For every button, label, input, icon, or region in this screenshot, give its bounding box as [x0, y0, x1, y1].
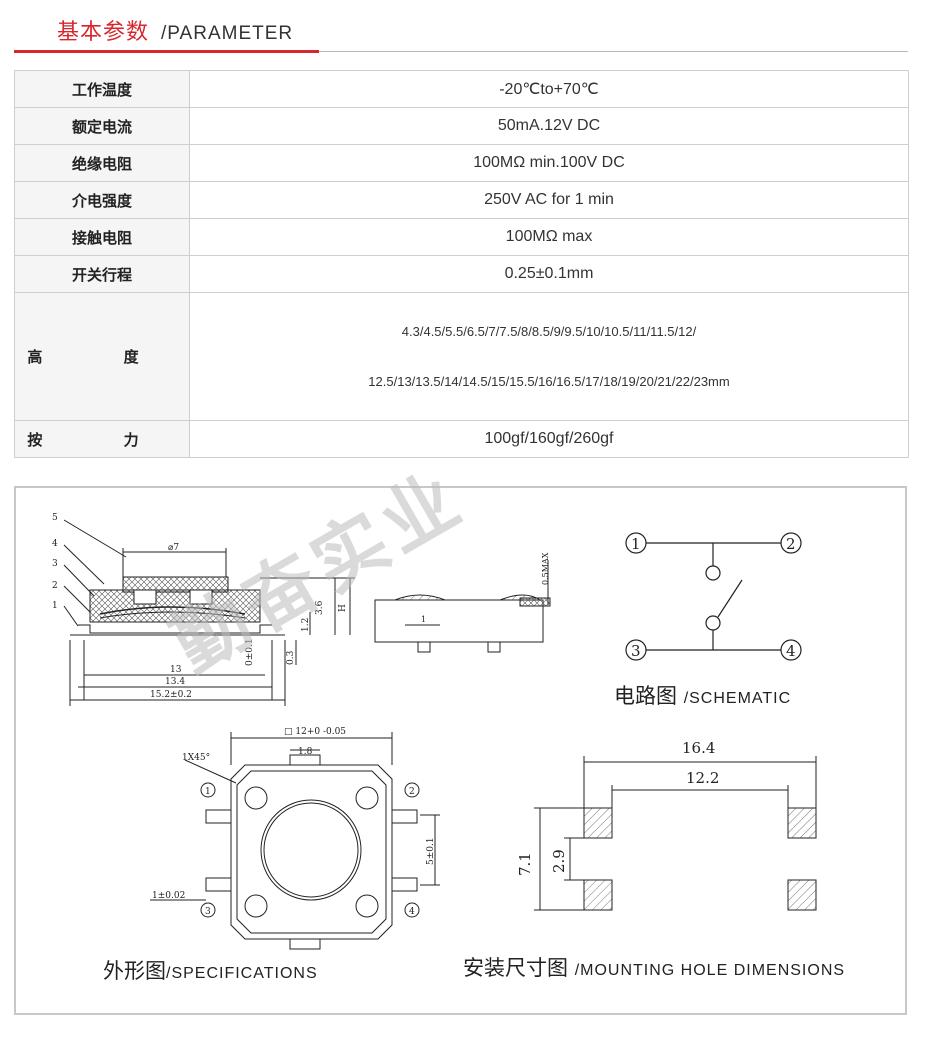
dim-5: 5±0.1 [426, 837, 436, 865]
top-pin-1: 1 [205, 787, 211, 797]
dim-7-1: 7.1 [516, 852, 534, 876]
param-key: 工作温度 [14, 70, 190, 108]
schematic-label: 电路图 /SCHEMATIC [614, 680, 791, 710]
dim-1-2: 1.2 [301, 618, 311, 632]
part-label-3: 3 [52, 559, 58, 569]
part-label-2: 2 [52, 581, 58, 591]
schematic-label-cn: 电路图 [614, 684, 677, 708]
param-value: 4.3/4.5/5.5/6.5/7/7.5/8/8.5/9/9.5/10/10.… [189, 292, 909, 421]
mount-label-en: /MOUNTING HOLE DIMENSIONS [574, 962, 846, 979]
param-value: 100gf/160gf/260gf [189, 420, 909, 458]
top-view-drawing [150, 732, 440, 950]
schematic-pin-3: 3 [631, 642, 641, 660]
schematic-label-en: /SCHEMATIC [683, 690, 792, 707]
table-row: 工作温度-20℃to+70℃ [14, 70, 909, 108]
end-view-drawing [374, 560, 551, 653]
schematic-drawing [625, 532, 802, 661]
param-key: 按 力 [14, 420, 190, 458]
dim-16-4: 16.4 [682, 739, 715, 757]
dim-0-3: 0.3 [286, 650, 296, 665]
height-line-1: 4.3/4.5/5.5/6.5/7/7.5/8/8.5/9/9.5/10/10.… [401, 323, 697, 339]
spec-label: 外形图/SPECIFICATIONS [103, 955, 318, 985]
dim-13: 13 [170, 665, 182, 675]
dim-15-2: 15.2±0.2 [150, 690, 192, 700]
mount-label-cn: 安装尺寸图 [463, 956, 568, 980]
section-title-en: /PARAMETER [161, 23, 294, 44]
dim-1-end: 1 [421, 615, 426, 624]
section-title-cn: 基本参数 [57, 20, 150, 45]
part-label-5: 5 [52, 513, 58, 523]
top-pin-3: 3 [205, 907, 211, 917]
section-header: 基本参数 /PARAMETER [57, 14, 294, 45]
dim-diameter: ⌀7 [168, 543, 179, 553]
dim-1-8: 1.8 [298, 747, 313, 757]
part-label-1: 1 [52, 601, 58, 611]
dim-12-2: 12.2 [686, 769, 719, 787]
top-pin-2: 2 [409, 787, 415, 797]
param-value: 0.25±0.1mm [189, 255, 909, 293]
schematic-pin-1: 1 [631, 535, 641, 553]
dim-13-4: 13.4 [165, 677, 185, 687]
dim-2-9: 2.9 [550, 849, 568, 873]
dim-0-5max: 0.5MAX [541, 552, 550, 585]
param-value: 100MΩ min.100V DC [189, 144, 909, 182]
drawing-panel [14, 486, 907, 1015]
mounting-drawing [534, 756, 817, 911]
part-label-4: 4 [52, 539, 58, 549]
header-divider [14, 51, 908, 52]
param-key: 额定电流 [14, 107, 190, 145]
table-row: 高 度 4.3/4.5/5.5/6.5/7/7.5/8/8.5/9/9.5/10… [14, 292, 909, 421]
param-key: 接触电阻 [14, 218, 190, 256]
param-key: 介电强度 [14, 181, 190, 219]
spec-label-cn: 外形图 [103, 959, 166, 983]
spec-label-en: /SPECIFICATIONS [166, 965, 318, 982]
dim-12: □ 12+0 -0.05 [284, 727, 346, 737]
dim-1-02: 1±0.02 [152, 891, 185, 901]
top-pin-4: 4 [409, 907, 415, 917]
schematic-pin-4: 4 [786, 642, 796, 660]
param-value: 100MΩ max [189, 218, 909, 256]
dim-H: H [338, 604, 348, 612]
param-value: -20℃to+70℃ [189, 70, 909, 108]
side-view-drawing [63, 519, 355, 706]
param-key: 高 度 [14, 292, 190, 421]
height-line-2: 12.5/13/13.5/14/14.5/15/15.5/16/16.5/17/… [368, 373, 730, 389]
header-accent-bar [14, 50, 319, 53]
schematic-pin-2: 2 [786, 535, 796, 553]
dim-tol: 0±0.1 [245, 638, 255, 666]
dim-chamfer: 1X45° [182, 753, 210, 763]
dim-3-6: 3.6 [315, 600, 325, 615]
mount-label: 安装尺寸图 /MOUNTING HOLE DIMENSIONS [463, 952, 845, 982]
